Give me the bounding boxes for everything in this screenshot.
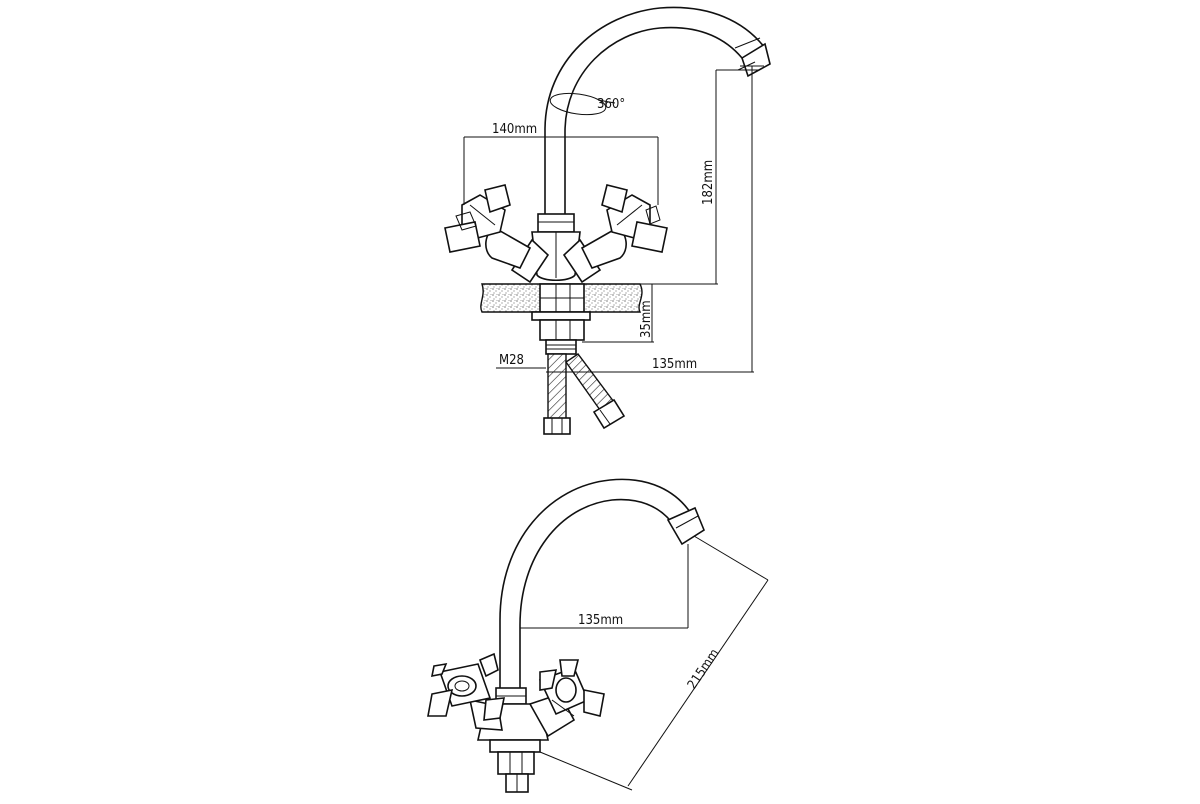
mounting-shank-front	[531, 311, 591, 355]
front-view: 140mm 360° 182mm 35mm M28 135mm	[444, 6, 771, 435]
body-front	[531, 213, 581, 282]
angled-view: 135mm 215mm	[427, 478, 769, 793]
dimension-thread-reach: M28 135mm	[496, 353, 754, 373]
left-valve-front	[444, 184, 550, 284]
dimension-reach-angled: 135mm	[520, 544, 689, 629]
dimension-outer-vertical	[740, 65, 764, 372]
rotation-label: 360°	[597, 97, 625, 112]
dimension-label-reach-angled: 135mm	[578, 613, 623, 628]
dimension-label-reach-front: 135mm	[652, 357, 697, 372]
dimension-label-thread: M28	[499, 353, 524, 368]
spout-angled	[499, 478, 705, 690]
right-valve-angled	[528, 659, 605, 738]
dimension-label-mount-depth: 35mm	[639, 300, 654, 338]
right-valve-front	[562, 184, 668, 284]
supply-hoses-front	[543, 353, 626, 435]
dimension-handle-span: 140mm	[463, 122, 659, 205]
dimension-label-spout-height: 182mm	[701, 160, 716, 205]
dimension-label-diagonal: 215mm	[685, 646, 723, 692]
dimension-label-handle-span: 140mm	[492, 122, 537, 137]
left-valve-angled	[427, 652, 505, 731]
spout-front	[544, 6, 771, 215]
dimension-spout-height: 182mm	[600, 69, 760, 285]
countertop-section	[480, 283, 643, 313]
dimension-mount-depth: 35mm	[582, 284, 654, 343]
